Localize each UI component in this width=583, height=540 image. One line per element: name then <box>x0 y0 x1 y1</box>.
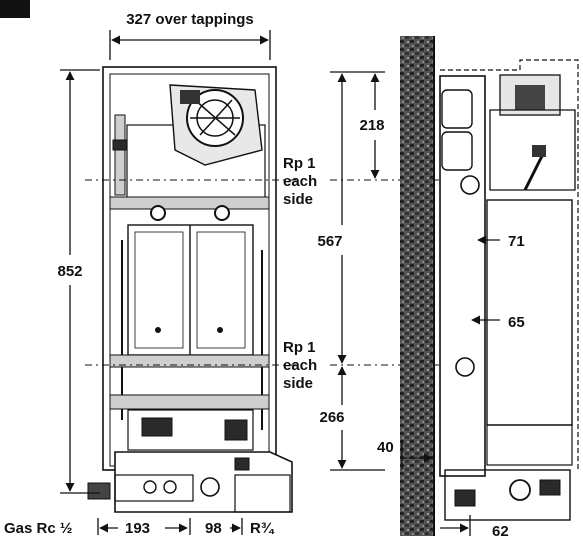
bottom-dimension-row: Gas Rc ½ 193 98 R¾ <box>4 518 275 537</box>
dimension-327: 327 over tappings <box>109 11 271 60</box>
svg-text:71: 71 <box>508 233 525 250</box>
svg-text:each: each <box>283 357 317 374</box>
corner-badge <box>0 0 30 18</box>
svg-text:40: 40 <box>377 439 394 456</box>
svg-text:each: each <box>283 173 317 190</box>
dim-218-label: 218 <box>359 117 384 134</box>
vertical-dimensions: 218 567 266 <box>317 71 385 471</box>
fan-assembly-icon <box>169 84 263 166</box>
dim-567-label: 567 <box>317 233 342 250</box>
gas-label: Gas Rc ½ <box>4 520 72 537</box>
svg-text:65: 65 <box>508 314 525 331</box>
svg-text:side: side <box>283 191 313 208</box>
front-view <box>87 66 293 513</box>
rp-upper-label: Rp 1 each side <box>283 155 317 208</box>
dimension-40: 40 <box>377 439 433 470</box>
fan-side-icon <box>489 74 576 191</box>
dim-266-label: 266 <box>319 409 344 426</box>
rp-lower-label: Rp 1 each side <box>283 339 317 392</box>
r-label: R¾ <box>250 520 275 537</box>
svg-text:Rp 1: Rp 1 <box>283 339 316 356</box>
dimension-852: 852 <box>57 69 100 494</box>
dim-193-label: 193 <box>125 520 150 537</box>
dimension-65: 65 <box>471 314 525 331</box>
top-width-label: 327 over tappings <box>126 11 254 28</box>
side-view <box>439 59 579 521</box>
svg-text:Rp 1: Rp 1 <box>283 155 316 172</box>
height-total-label: 852 <box>57 263 82 280</box>
wall-section <box>400 36 434 536</box>
dim-98-label: 98 <box>205 520 222 537</box>
dimension-62: 62 <box>440 515 509 540</box>
svg-text:62: 62 <box>492 523 509 540</box>
dimension-71: 71 <box>477 233 525 250</box>
svg-text:side: side <box>283 375 313 392</box>
